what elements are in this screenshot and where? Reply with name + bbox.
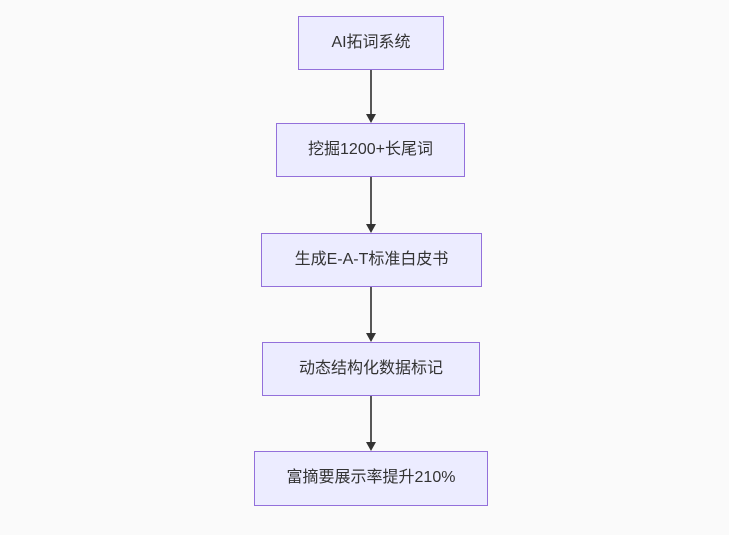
arrow-line bbox=[370, 287, 372, 335]
flow-node-label: 生成E-A-T标准白皮书 bbox=[294, 250, 449, 268]
flow-node-label: AI拓词系统 bbox=[331, 33, 411, 51]
arrow-down-icon bbox=[366, 114, 376, 123]
flow-edge-connector bbox=[365, 70, 377, 123]
flow-edge-connector bbox=[365, 177, 377, 233]
flow-node-ai-keyword-system: AI拓词系统 bbox=[298, 16, 444, 70]
arrow-down-icon bbox=[366, 224, 376, 233]
flow-node-structured-data-markup: 动态结构化数据标记 bbox=[262, 342, 480, 396]
arrow-down-icon bbox=[366, 442, 376, 451]
arrow-down-icon bbox=[366, 333, 376, 342]
arrow-line bbox=[370, 396, 372, 444]
flow-edge-connector bbox=[365, 396, 377, 451]
arrow-line bbox=[370, 177, 372, 226]
flow-node-label: 挖掘1200+长尾词 bbox=[308, 140, 433, 158]
flow-node-longtail-mining: 挖掘1200+长尾词 bbox=[276, 123, 465, 177]
flow-edge-connector bbox=[365, 287, 377, 342]
flow-node-rich-snippet-result: 富摘要展示率提升210% bbox=[254, 451, 488, 506]
flow-node-label: 动态结构化数据标记 bbox=[298, 359, 443, 377]
arrow-line bbox=[370, 70, 372, 116]
flow-node-eat-whitepaper: 生成E-A-T标准白皮书 bbox=[261, 233, 482, 287]
flow-node-label: 富摘要展示率提升210% bbox=[286, 469, 456, 487]
